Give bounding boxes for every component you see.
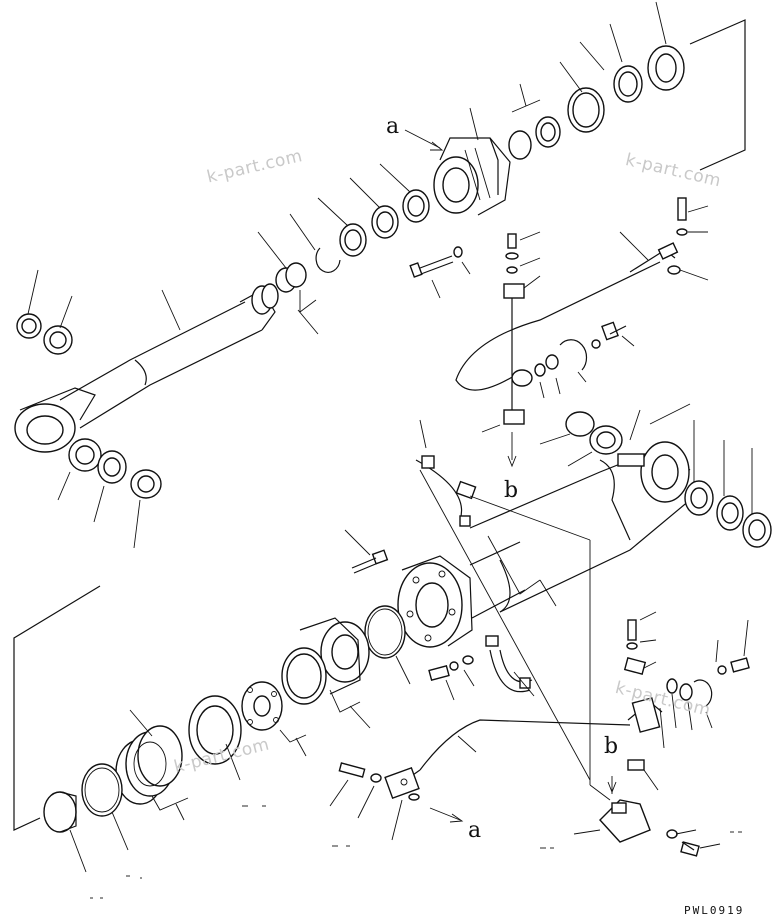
leader-lines-upper (27, 1, 667, 549)
tube-flange (397, 535, 557, 648)
callout-a-bottom: a (468, 818, 482, 843)
dash-marks (90, 805, 742, 899)
rod-seals (16, 313, 162, 499)
rod-rings (275, 189, 430, 293)
head-seals (508, 45, 685, 160)
mount-bracket (573, 759, 721, 857)
piston (281, 617, 371, 729)
piston-rod (59, 283, 279, 429)
tube-clamp-band (415, 419, 535, 701)
piston-nut (241, 681, 307, 757)
piston-seals (115, 709, 189, 821)
bolt-flange (344, 529, 389, 574)
figure-code: PWL0919 (684, 904, 745, 916)
cylinder-head (433, 137, 511, 216)
callout-b-right: b (604, 734, 619, 759)
wear-rings (188, 695, 242, 781)
backup-ring (81, 763, 129, 851)
right-fasteners (623, 611, 750, 749)
group-bracket-lower (13, 585, 101, 831)
cylinder-tube (469, 441, 691, 613)
hydraulic-tube-upper (455, 197, 709, 468)
callout-b-center: b (504, 478, 519, 503)
rod-eye (14, 387, 96, 453)
connection-lines (419, 469, 611, 801)
bolt-upper (409, 246, 471, 299)
o-ring (364, 605, 411, 685)
callout-a-top: a (386, 114, 400, 139)
tube-end-seals (539, 403, 772, 548)
bushing (43, 791, 87, 873)
hydraulic-tube-lower (329, 697, 663, 841)
callout-arrows (404, 129, 464, 823)
group-bracket-upper (689, 19, 746, 171)
